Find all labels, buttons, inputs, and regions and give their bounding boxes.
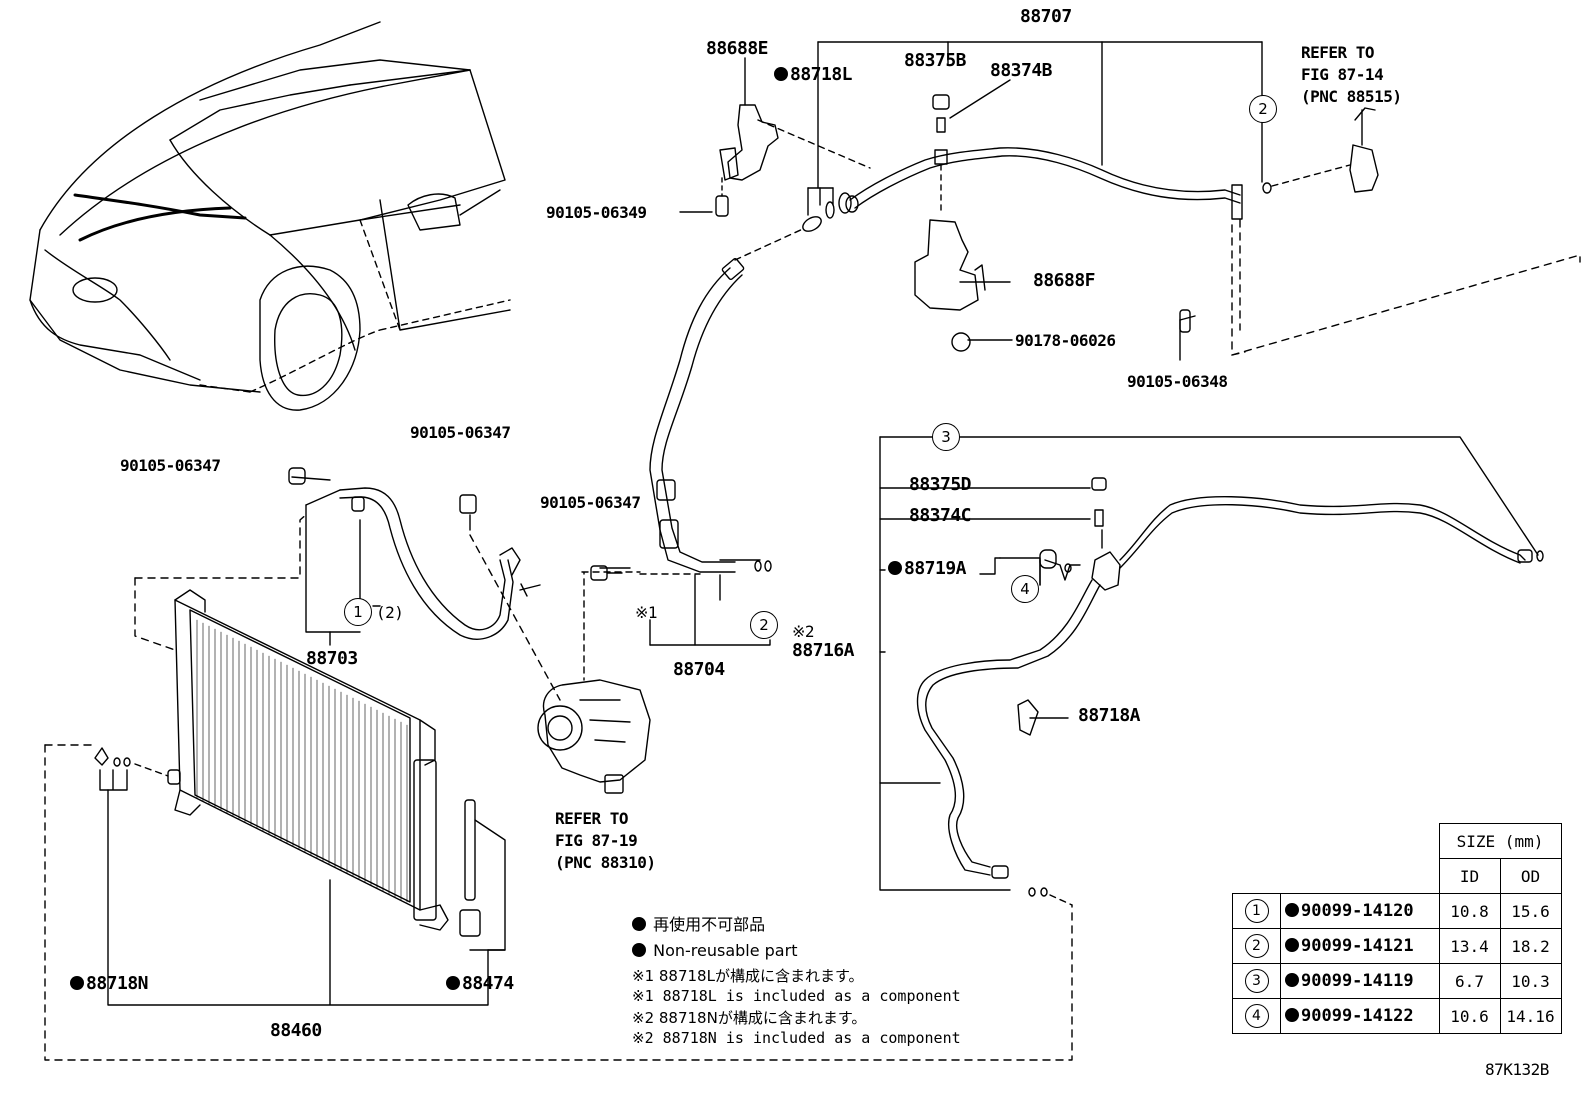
callout-2-top: 2 (1249, 95, 1277, 123)
label-88375D: 88375D (909, 474, 972, 495)
callout-1-alt: (2) (376, 603, 404, 622)
label-90105-06347-top: 90105-06347 (410, 423, 511, 442)
label-90105-06348: 90105-06348 (1127, 372, 1228, 391)
table-row: 2 90099-14121 13.4 18.2 (1232, 928, 1562, 964)
note-2-en: ※2 88718N is included as a component (632, 1029, 961, 1047)
hose-88703 (288, 467, 561, 701)
non-reusable-dot (70, 976, 84, 990)
table-row: 3 90099-14119 6.7 10.3 (1232, 963, 1562, 999)
non-reusable-dot (888, 561, 902, 575)
label-90105-06347-mid: 90105-06347 (540, 493, 641, 512)
label-88719A: 88719A (888, 560, 967, 578)
label-88474: 88474 (446, 975, 514, 993)
hose-88716A (879, 436, 1544, 906)
ref-mark-2: ※2 (792, 622, 815, 641)
label-88703: 88703 (306, 648, 358, 669)
note-non-reusable-en: Non-reusable part (632, 943, 797, 959)
label-88716A: 88716A (792, 640, 855, 661)
clamp-88688F (914, 219, 986, 352)
label-88460: 88460 (270, 1020, 322, 1041)
non-reusable-dot (446, 976, 460, 990)
car-illustration (29, 21, 511, 411)
non-reusable-dot (1285, 973, 1299, 987)
non-reusable-dot (632, 917, 646, 931)
label-90105-06349: 90105-06349 (546, 203, 647, 222)
non-reusable-dot (632, 943, 646, 957)
size-header: SIZE (mm) (1438, 823, 1562, 859)
callout-3: 3 (932, 423, 960, 451)
table-row: 4 90099-14122 10.6 14.16 (1232, 998, 1562, 1034)
connector-fig-87-14 (1179, 107, 1379, 333)
ref-fig-87-19: REFER TO FIG 87-19 (PNC 88310) (555, 809, 656, 872)
ref-mark-1: ※1 (635, 603, 658, 622)
callout-4: 4 (1011, 575, 1039, 603)
leader-lines-top (679, 41, 1263, 361)
diagram-id: 87K132B (1485, 1060, 1549, 1079)
hose-88704 (581, 192, 852, 681)
label-88718N: 88718N (70, 975, 149, 993)
callout-1: 1 (344, 598, 372, 626)
note-2-jp: ※2 88718Nが構成に含まれます。 (632, 1009, 867, 1027)
condenser-88460 (44, 512, 1073, 1061)
ref-fig-87-14: REFER TO FIG 87-14 (PNC 88515) (1301, 43, 1402, 106)
label-88374B: 88374B (990, 60, 1053, 81)
label-88688F: 88688F (1033, 270, 1096, 291)
compressor (537, 679, 651, 794)
note-1-jp: ※1 88718Lが構成に含まれます。 (632, 967, 864, 985)
table-row: 1 90099-14120 10.8 15.6 (1232, 893, 1562, 929)
non-reusable-dot (774, 67, 788, 81)
non-reusable-dot (1285, 1008, 1299, 1022)
label-88374C: 88374C (909, 505, 972, 526)
label-88375B: 88375B (904, 50, 967, 71)
label-88718A: 88718A (1078, 705, 1141, 726)
label-88704: 88704 (673, 659, 725, 680)
label-90105-06347-left: 90105-06347 (120, 456, 221, 475)
label-88718L: 88718L (774, 66, 853, 84)
note-non-reusable-jp: 再使用不可部品 (632, 917, 765, 933)
label-88688E: 88688E (706, 38, 769, 59)
label-88707: 88707 (1020, 6, 1072, 27)
note-1-en: ※1 88718L is included as a component (632, 987, 961, 1005)
label-90178-06026: 90178-06026 (1015, 331, 1116, 350)
callout-2-mid: 2 (750, 611, 778, 639)
o-ring-size-table: SIZE (mm) ID OD 1 90099-14120 10.8 15.6 … (1232, 823, 1562, 1034)
col-od: OD (1499, 858, 1562, 894)
col-id: ID (1438, 858, 1501, 894)
clamp-88688E (715, 104, 779, 217)
hose-88707 (845, 94, 1581, 356)
non-reusable-dot (1285, 903, 1299, 917)
non-reusable-dot (1285, 938, 1299, 952)
